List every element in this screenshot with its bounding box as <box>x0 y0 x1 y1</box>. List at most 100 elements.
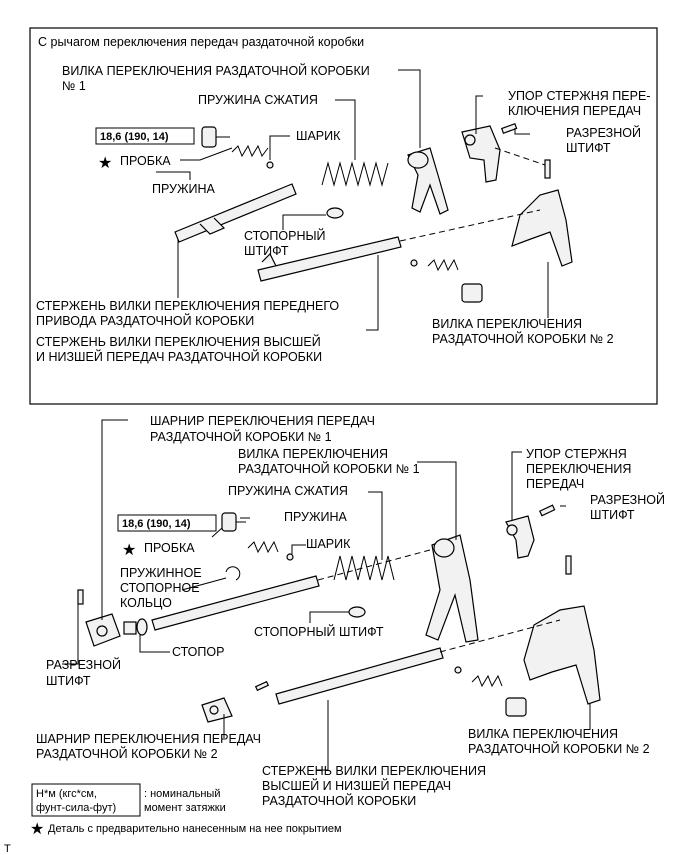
l-stop-pin: СТОПОРНЫЙ ШТИФТ <box>254 624 384 639</box>
lower-axis-line <box>439 619 561 653</box>
u-front-rod-2: ПРИВОДА РАЗДАТОЧНОЙ КОРОБКИ <box>36 313 254 328</box>
l-hinge1-1: ШАРНИР ПЕРЕКЛЮЧЕНИЯ ПЕРЕДАЧ <box>150 414 375 428</box>
lower-shift-rod-stop <box>505 515 535 559</box>
leader-l-spring <box>368 491 383 560</box>
leader-l-ball <box>291 544 306 554</box>
u-compression-spring: ПРУЖИНА СЖАТИЯ <box>198 93 318 107</box>
l-star-icon: ★ <box>122 540 136 559</box>
u-fork1-line2: № 1 <box>62 79 86 93</box>
leader-l-snapring <box>181 577 227 591</box>
upper-slotted-pin-h <box>500 122 518 134</box>
upper-compression-spring <box>321 161 389 187</box>
lower-slotted-pin-h <box>539 504 556 517</box>
l-fork1-2: РАЗДАТОЧНОЙ КОРОБКИ № 1 <box>238 461 420 476</box>
leader-l-pin-left <box>62 604 79 665</box>
u-plug: ПРОБКА <box>120 154 171 168</box>
lower-fork-2 <box>523 605 601 705</box>
leader-u-spring <box>335 99 356 160</box>
leader-u-hlrod <box>366 255 379 331</box>
l-fork2-2: РАЗДАТОЧНОЙ КОРОБКИ № 2 <box>468 741 650 756</box>
l-ball: ШАРИК <box>306 537 351 551</box>
upper-axis-line-2 <box>494 147 546 166</box>
lower-high-low-rod <box>275 647 444 705</box>
l-plug: ПРОБКА <box>144 541 195 555</box>
lower-slotted-pin-v <box>565 555 572 575</box>
upper-spring-2 <box>427 258 459 272</box>
l-hl-rod-1: СТЕРЖЕНЬ ВИЛКИ ПЕРЕКЛЮЧЕНИЯ <box>262 764 486 778</box>
l-rod-stop-2: ПЕРЕКЛЮЧЕНИЯ <box>526 462 631 476</box>
u-star-icon: ★ <box>98 153 112 172</box>
leader-u-stop <box>475 95 483 134</box>
upper-ball-2 <box>410 259 418 267</box>
u-rod-stop-1: УПОР СТЕРЖНЯ ПЕРЕ- <box>508 89 650 103</box>
lower-small-spring <box>247 540 279 554</box>
l-snap-1: ПРУЖИННОЕ <box>120 566 202 580</box>
u-torque-box <box>95 127 195 145</box>
legend-unit-1: Н*м (кгс*см, <box>36 788 97 800</box>
leader-u-stoppin <box>282 214 326 230</box>
lower-hinge-2 <box>201 697 233 723</box>
upper-plug <box>201 126 230 148</box>
l-rod-stop-1: УПОР СТЕРЖНЯ <box>526 447 627 461</box>
upper-front-drive-rod <box>174 183 297 243</box>
leader-l-fork1 <box>417 461 457 540</box>
l-fork1-1: ВИЛКА ПЕРЕКЛЮЧЕНИЯ <box>238 447 388 461</box>
upper-stop-pin-part <box>326 207 344 219</box>
lower-snap-ring-part <box>225 566 241 581</box>
legend-star-icon: ★ <box>30 819 44 838</box>
l-fork2-1: ВИЛКА ПЕРЕКЛЮЧЕНИЯ <box>468 727 618 741</box>
legend-star-note: Деталь с предварительно нанесенным на не… <box>48 823 342 835</box>
l-hl-rod-3: РАЗДАТОЧНОЙ КОРОБКИ <box>262 793 416 808</box>
leader-u-ball <box>269 135 290 160</box>
leader-l-stoppin <box>309 611 349 623</box>
l-snap-2: СТОПОРНОЕ <box>120 581 200 595</box>
l-pin-l-1: РАЗРЕЗНОЙ <box>46 657 121 672</box>
u-slotted-pin-2: ШТИФТ <box>566 141 611 155</box>
leader-l-stopper <box>139 635 170 653</box>
leader-u-plug <box>180 147 233 161</box>
upper-slotted-pin-v <box>544 159 551 179</box>
u-torque: 18,6 (190, 14) <box>100 131 169 143</box>
u-ball: ШАРИК <box>296 129 341 143</box>
lower-spring-2 <box>471 674 503 688</box>
lower-stop-pin-part <box>348 606 366 618</box>
lower-ball <box>286 553 294 561</box>
u-spring: ПРУЖИНА <box>152 182 216 196</box>
leader-l-stop <box>511 451 522 520</box>
lower-stopper-part <box>136 618 148 636</box>
l-snap-3: КОЛЬЦО <box>120 596 172 610</box>
l-spring: ПРУЖИНА <box>284 510 348 524</box>
upper-title: С рычагом переключения передач раздаточн… <box>38 35 364 49</box>
l-hinge2-2: РАЗДАТОЧНОЙ КОРОБКИ № 2 <box>36 746 218 761</box>
u-rod-stop-2: КЛЮЧЕНИЯ ПЕРЕДАЧ <box>508 104 641 118</box>
lower-ball-2 <box>454 666 462 674</box>
lower-plug <box>221 512 246 532</box>
l-hinge1-2: РАЗДАТОЧНОЙ КОРОБКИ № 1 <box>150 429 332 444</box>
l-hl-rod-2: ВЫСШЕЙ И НИЗШЕЙ ПЕРЕДАЧ <box>262 778 451 793</box>
upper-small-spring <box>231 144 269 158</box>
l-pin-r-2: ШТИФТ <box>590 508 635 522</box>
l-stopper: СТОПОР <box>172 645 224 659</box>
lower-plug-2 <box>505 697 527 717</box>
u-slotted-pin-1: РАЗРЕЗНОЙ <box>566 125 641 140</box>
upper-shift-rod-stop <box>461 125 501 183</box>
leader-l-plug <box>211 527 223 538</box>
lower-hinge-1 <box>85 613 137 647</box>
leader-l-hinge1 <box>101 419 128 620</box>
leader-l-hlrod <box>316 700 329 771</box>
upper-high-low-rod <box>257 236 402 282</box>
lower-fork-1 <box>425 534 479 643</box>
lower-small-pin <box>254 680 270 692</box>
u-fork1-line1: ВИЛКА ПЕРЕКЛЮЧЕНИЯ РАЗДАТОЧНОЙ КОРОБКИ <box>62 63 370 78</box>
u-hl-rod-1: СТЕРЖЕНЬ ВИЛКИ ПЕРЕКЛЮЧЕНИЯ ВЫСШЕЙ <box>36 334 321 349</box>
upper-fork-2 <box>511 189 573 267</box>
lower-compression-spring <box>333 555 395 581</box>
l-pin-r-1: РАЗРЕЗНОЙ <box>590 492 665 507</box>
u-stop-pin-2: ШТИФТ <box>244 244 289 258</box>
l-rod-stop-3: ПЕРЕДАЧ <box>526 477 584 491</box>
l-hinge2-1: ШАРНИР ПЕРЕКЛЮЧЕНИЯ ПЕРЕДАЧ <box>36 732 261 746</box>
leader-u-spring-small <box>156 171 191 180</box>
u-stop-pin-1: СТОПОРНЫЙ <box>244 228 326 243</box>
corner-mark: T <box>4 843 11 855</box>
